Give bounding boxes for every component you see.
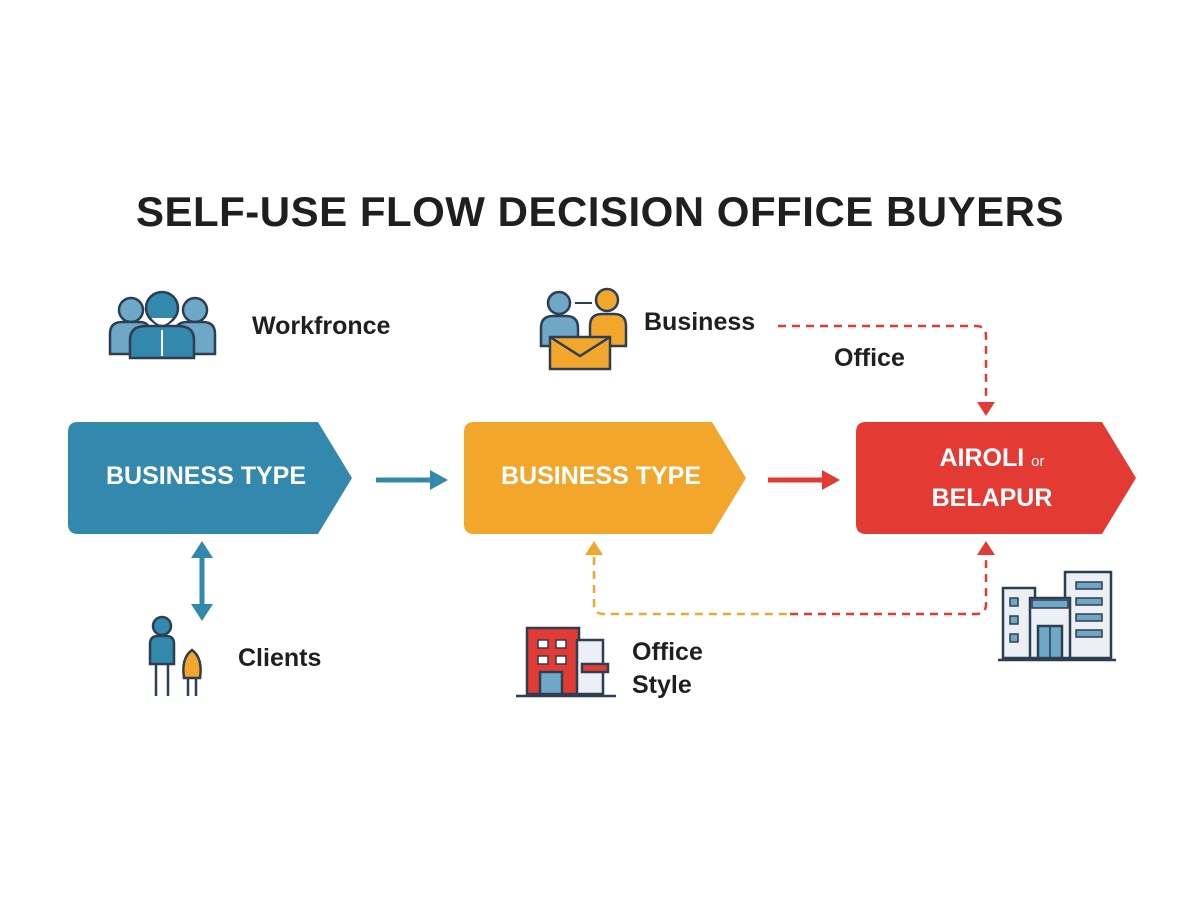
page-title: SELF-USE FLOW DECISION OFFICE BUYERS [135, 188, 1065, 235]
workfronce-label: Workfronce [252, 312, 391, 340]
business-meeting-icon [539, 287, 628, 371]
business-type-node-2-label: BUSINESS TYPE [500, 462, 702, 490]
arrow-node1-clients [191, 541, 213, 621]
business-type-node-2[interactable] [464, 422, 746, 534]
team-icon [108, 290, 217, 360]
business-type-node-1[interactable] [68, 422, 352, 534]
business-type-node-1-label: BUSINESS TYPE [105, 462, 307, 490]
office-style-line-1: Office [632, 638, 703, 666]
clients-label: Clients [238, 644, 322, 672]
location-name-2: BELAPUR [931, 484, 1053, 512]
dashed-business-to-location [778, 324, 995, 416]
location-node[interactable] [856, 422, 1136, 534]
dashed-office-style-to-node2 [585, 541, 790, 616]
office-style-label: Office Style [632, 636, 703, 702]
clients-icon [148, 615, 202, 696]
arrow-node1-to-node2 [376, 470, 448, 490]
business-label: Business [644, 308, 756, 336]
arrow-node2-to-location [768, 470, 840, 490]
office-tower-icon [998, 570, 1116, 662]
office-label: Office [834, 344, 905, 372]
dashed-office-style-to-location [790, 541, 995, 616]
location-connector: or [1031, 453, 1045, 470]
location-node-label: AIROLI or BELAPUR [856, 440, 1128, 516]
location-name-1: AIROLI [939, 444, 1025, 472]
office-style-line-2: Style [632, 671, 692, 699]
office-building-icon [516, 626, 616, 698]
